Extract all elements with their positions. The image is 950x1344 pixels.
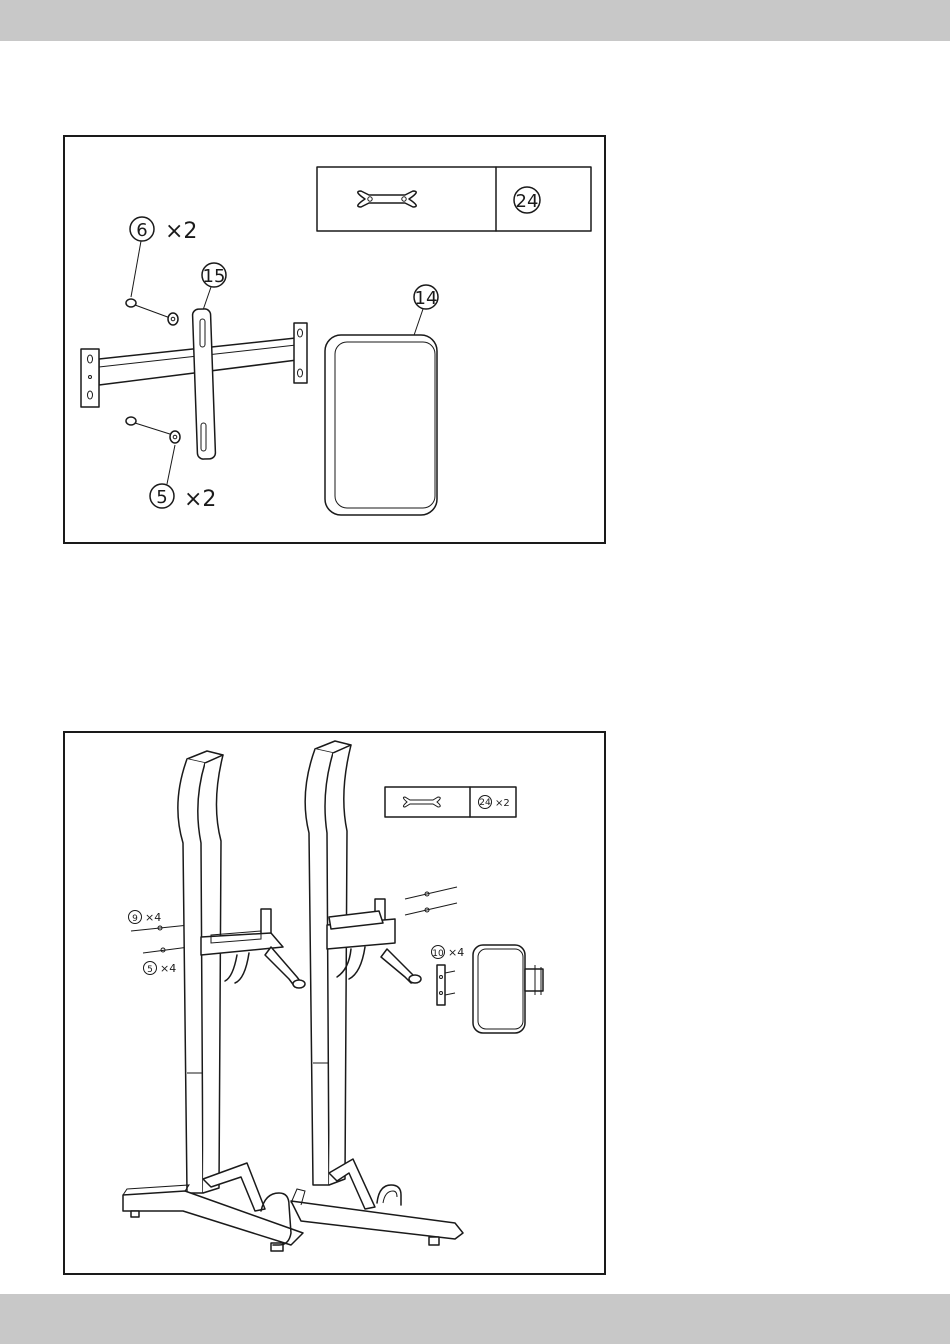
wrench-icon <box>358 191 416 207</box>
backrest-pad-part <box>325 335 437 515</box>
step2-diagram-panel: 24 ×2 9 ×4 5 ×4 10 ×4 <box>63 731 606 1275</box>
bolt-lower-part <box>126 417 180 443</box>
mounting-plate-part <box>192 309 215 460</box>
tool-part-qty: ×2 <box>495 798 510 809</box>
callout-backrest-bolt-qty: ×4 <box>448 946 464 959</box>
right-bolts-part <box>405 887 457 915</box>
callout-backrest-bolt-number: 10 <box>432 949 444 959</box>
callout-bolt: 9 ×4 <box>129 911 162 925</box>
step1-tool-box: 24 <box>317 167 591 231</box>
step2-assembly-view: 24 ×2 9 ×4 5 ×4 10 ×4 <box>65 733 604 1273</box>
step2-tool-box: 24 ×2 <box>385 787 516 817</box>
tool-part-number: 24 <box>479 798 491 808</box>
callout-bolt: 6 ×2 <box>130 217 197 297</box>
wrench-icon <box>403 797 440 807</box>
bolt-upper-part <box>126 299 178 325</box>
left-upright-part <box>178 751 223 1193</box>
step1-diagram-panel: 24 6 ×2 15 14 5 ×2 <box>63 135 606 544</box>
callout-backrest-bolt: 10 ×4 <box>432 946 465 960</box>
callout-plate: 15 <box>202 263 226 313</box>
left-bolts-part <box>131 925 189 953</box>
tool-part-number: 24 <box>516 191 539 212</box>
callout-bolt-qty: ×2 <box>165 219 197 244</box>
callout-plate-number: 15 <box>203 266 226 287</box>
callout-backrest-number: 14 <box>415 288 438 309</box>
callout-washer: 5 ×4 <box>144 962 177 976</box>
callout-bolt-number: 9 <box>132 914 138 924</box>
header-band <box>0 0 950 41</box>
callout-washer-qty: ×4 <box>160 962 176 975</box>
callout-washer-number: 5 <box>156 487 167 508</box>
callout-washer-number: 5 <box>147 965 153 975</box>
footer-band <box>0 1294 950 1344</box>
callout-bolt-number: 6 <box>136 220 147 241</box>
right-upright-part <box>305 741 351 1185</box>
base-frame-part <box>123 1159 463 1251</box>
callout-bolt-qty: ×4 <box>145 911 161 924</box>
step1-exploded-view: 24 6 ×2 15 14 5 ×2 <box>65 137 604 542</box>
callout-washer-qty: ×2 <box>184 487 216 512</box>
